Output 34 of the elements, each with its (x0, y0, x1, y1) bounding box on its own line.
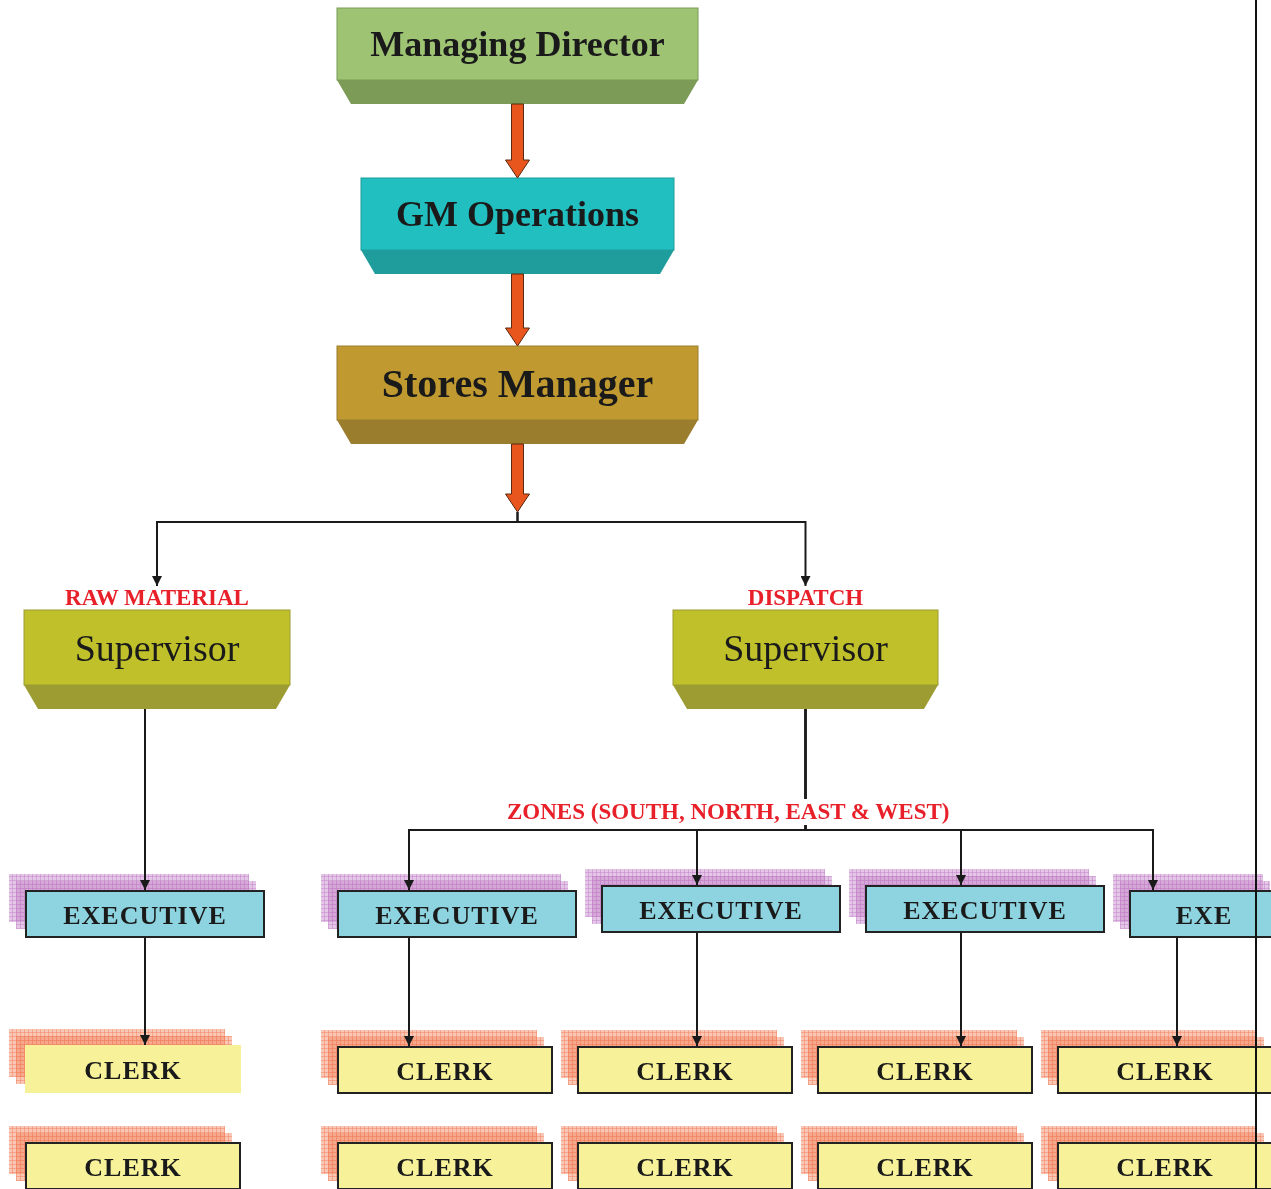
clerk-box: CLERK (1057, 1142, 1271, 1189)
block-arrow (505, 103, 530, 179)
clerk-box: CLERK (817, 1046, 1033, 1094)
arrow (1172, 937, 1182, 1047)
executive-box: EXECUTIVE (601, 885, 841, 933)
role-title: Managing Director (370, 23, 665, 65)
role-title: Supervisor (74, 625, 240, 670)
clerk-box: CLERK (337, 1046, 553, 1094)
arrow (140, 937, 150, 1046)
executive-box: EXECUTIVE (865, 885, 1105, 933)
role-title: GM Operations (396, 193, 639, 235)
section-heading: RAW MATERIAL (64, 586, 250, 610)
arrow (140, 708, 150, 891)
arrow (404, 937, 414, 1047)
arrow (692, 932, 702, 1047)
zone-label: ZONES (SOUTH, NORTH, EAST & WEST) (505, 799, 952, 825)
clerk-box: CLERK (25, 1045, 241, 1093)
block-arrow (505, 443, 530, 513)
role-title: Supervisor (723, 625, 888, 670)
clerk-box: CLERK (337, 1142, 553, 1189)
clerk-box: CLERK (25, 1142, 241, 1189)
clerk-box: CLERK (817, 1142, 1033, 1189)
arrow (804, 708, 1158, 891)
executive-box: EXECUTIVE (25, 890, 265, 938)
block-arrow (505, 273, 530, 347)
role-title: Stores Manager (381, 359, 654, 407)
arrow (516, 511, 811, 587)
executive-box: EXECUTIVE (337, 890, 577, 938)
clerk-box: CLERK (1057, 1046, 1271, 1094)
arrow (956, 932, 966, 1047)
clerk-box: CLERK (577, 1142, 793, 1189)
section-heading: DISPATCH (746, 586, 865, 610)
clerk-box: CLERK (577, 1046, 793, 1094)
executive-box: EXE (1129, 890, 1271, 938)
